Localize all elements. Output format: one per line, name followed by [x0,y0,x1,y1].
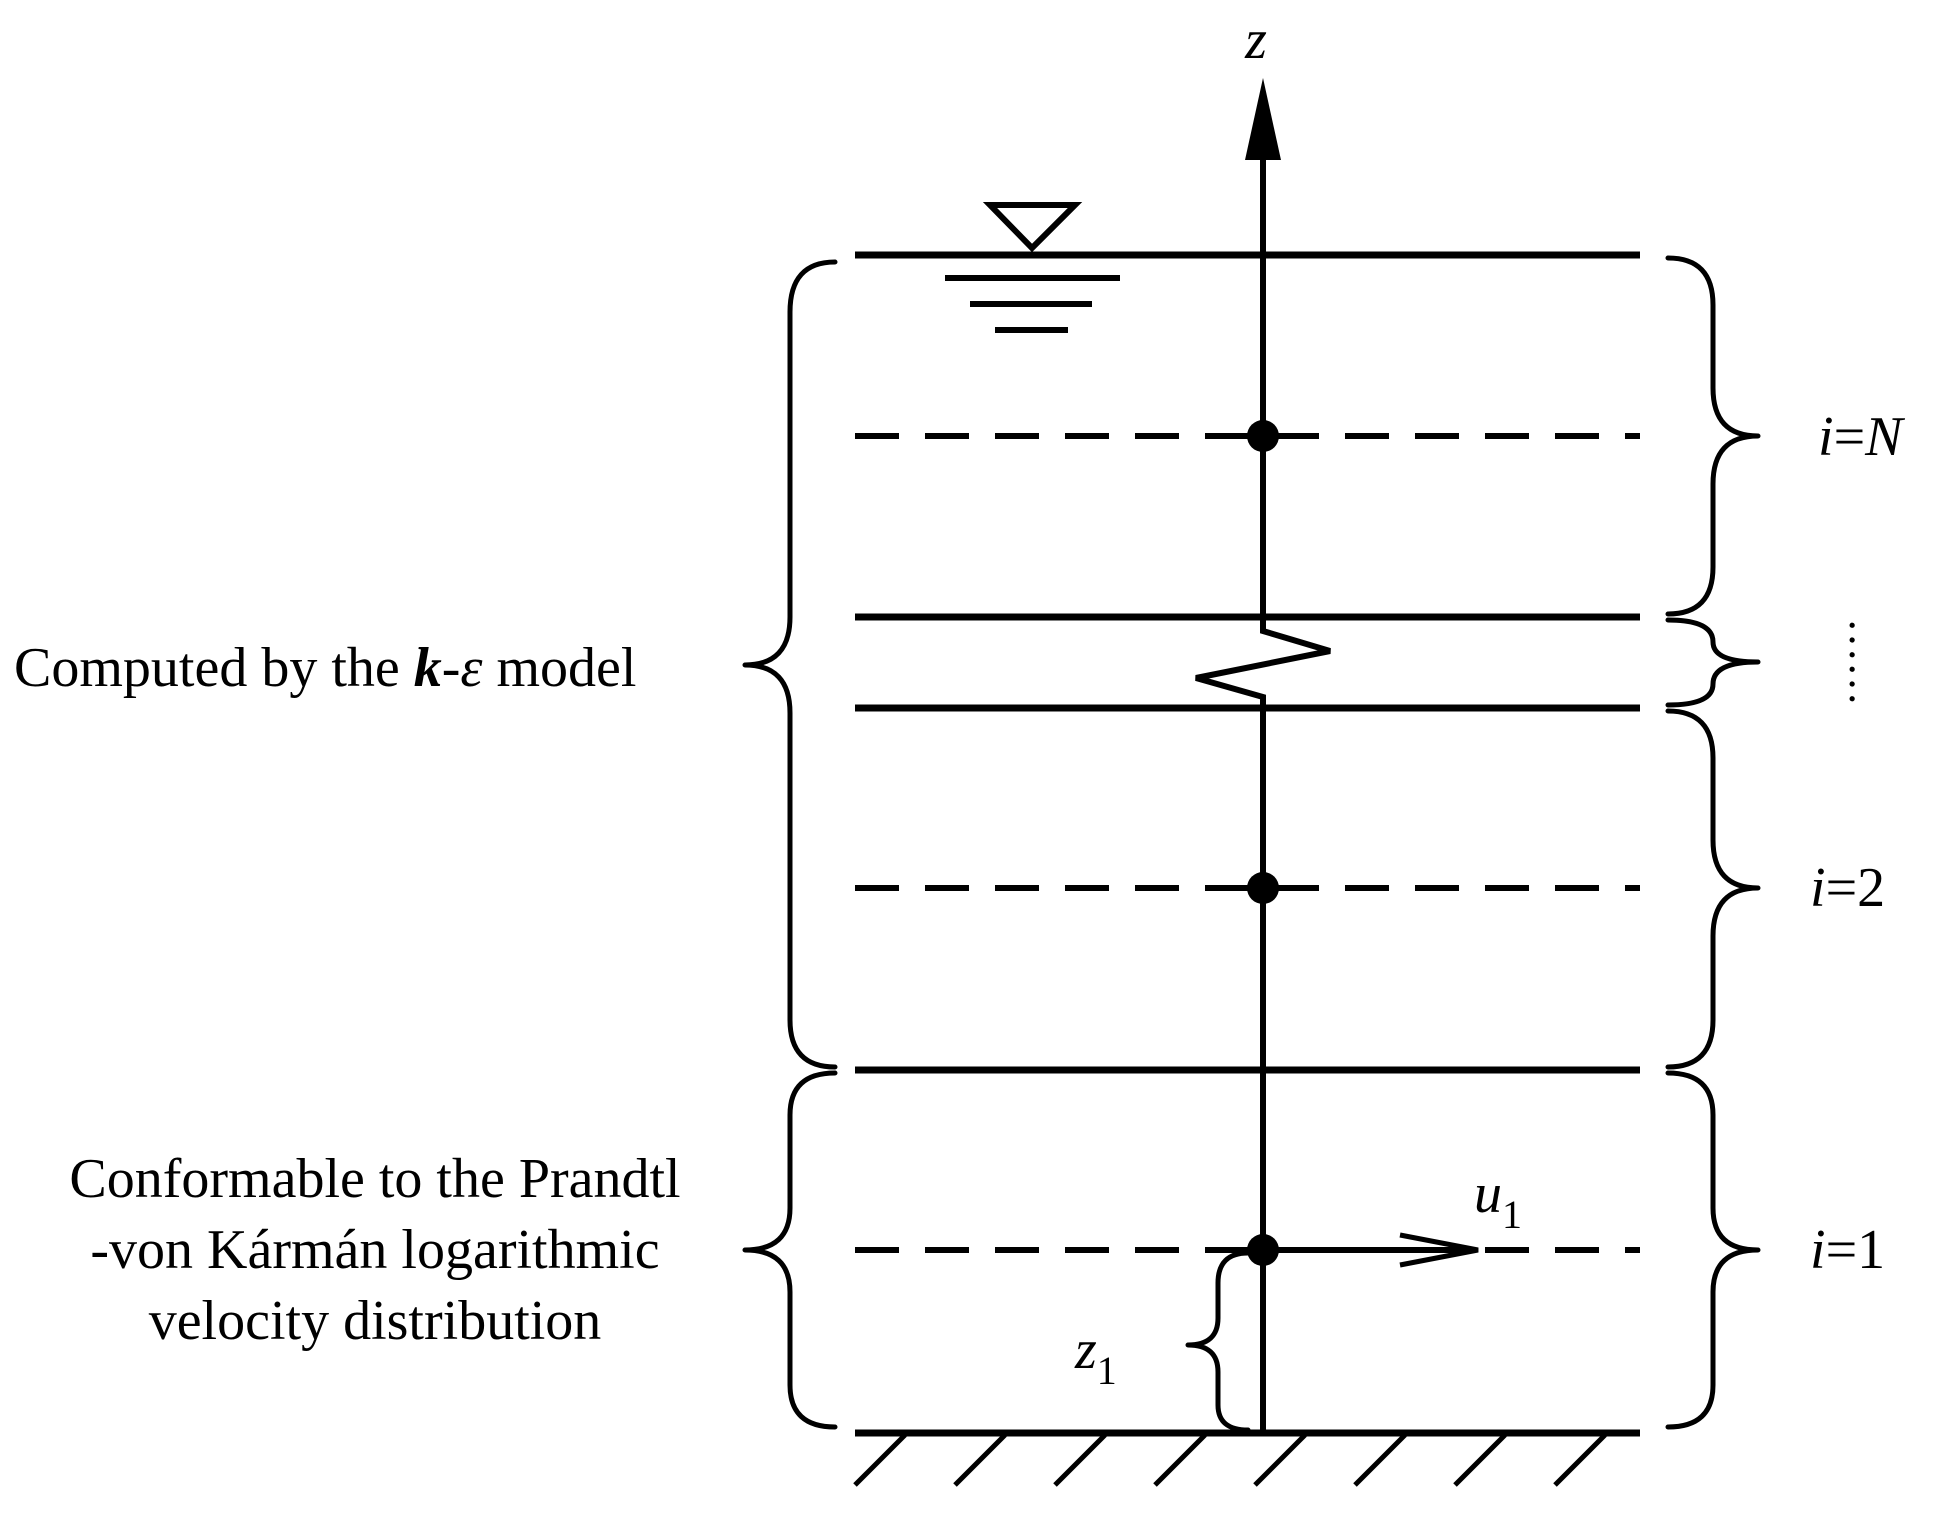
label-i-equals-2: i=2 [1810,857,1885,919]
label-i-1-eq: = [1826,1219,1858,1281]
brace-k-epsilon-region [742,259,838,1070]
z-axis-label: z [1244,9,1267,71]
label-i-2-var: i [1810,857,1826,919]
u1-label-sub: 1 [1502,1192,1522,1237]
label-i-n-var: i [1818,406,1834,468]
z-axis [1195,150,1331,1433]
label-prandtl-line3: velocity distribution [149,1290,602,1352]
label-dash: - [442,637,461,699]
vertical-ellipsis-dots: …… [1840,618,1889,706]
label-prandtl-line1: Conformable to the Prandtl [69,1148,680,1210]
label-model-suffix: model [482,637,636,699]
water-surface-triangle-icon [945,202,1120,333]
z-axis-arrowhead-icon [1245,78,1281,160]
label-i-n-eq: = [1834,406,1866,468]
label-epsilon-symbol: ε [460,637,483,699]
node-point-2 [1247,872,1279,904]
brace-layer-n [1665,255,1761,617]
label-i-2-eq: = [1826,857,1858,919]
hatched-ground-icon [853,1433,1607,1487]
z1-label-base: z [1074,1319,1097,1381]
u1-label-base: u [1474,1163,1502,1225]
brace-log-law-region [742,1070,838,1430]
label-computed-prefix: Computed by the [14,637,414,699]
label-i-n-val: N [1864,406,1905,468]
brace-layer-2 [1665,708,1761,1070]
label-k-symbol: k [414,637,442,699]
brace-layer-middle [1665,617,1761,708]
label-prandtl-line2: -von Kármán logarithmic [90,1219,659,1281]
z1-label: z1 [1074,1319,1117,1393]
label-i-equals-1: i=1 [1810,1219,1885,1281]
label-i-2-val: 2 [1857,857,1885,919]
brace-z1-height [1185,1250,1251,1433]
brace-layer-1 [1665,1070,1761,1430]
node-point-n [1247,420,1279,452]
label-i-equals-n: i=N [1818,406,1905,468]
label-i-1-val: 1 [1857,1219,1885,1281]
z1-label-sub: 1 [1097,1348,1117,1393]
u1-arrowhead-icon [1399,1232,1479,1268]
label-i-1-var: i [1810,1219,1826,1281]
u1-label: u1 [1474,1163,1522,1237]
label-computed-by-k-epsilon: Computed by the k-ε model [14,637,636,699]
